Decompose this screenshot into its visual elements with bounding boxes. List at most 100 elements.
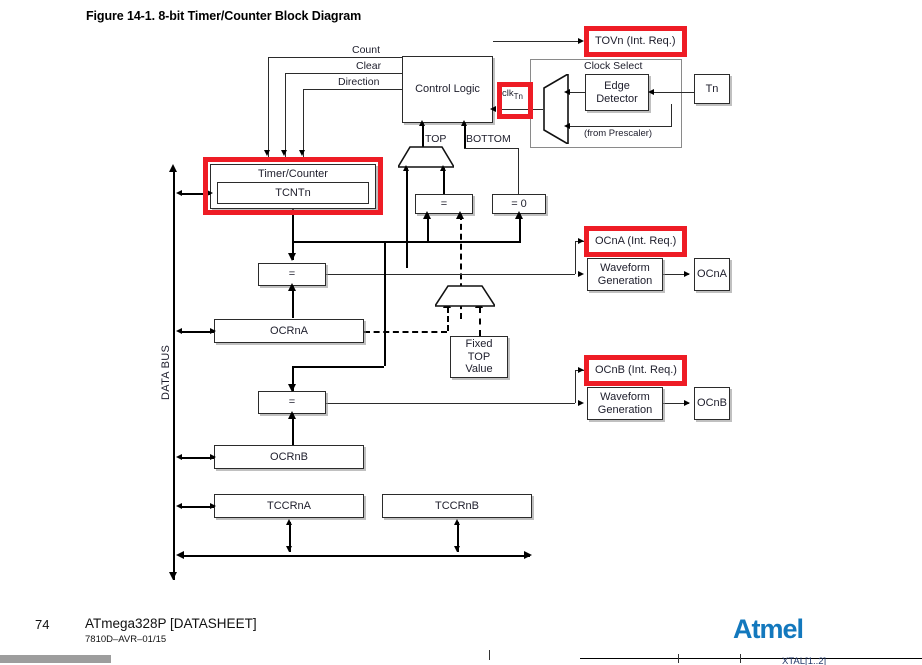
bottom-wire-v2 [518, 148, 519, 195]
control-logic-block: Control Logic [402, 56, 493, 123]
bottom-arrow [460, 120, 467, 126]
data-bus-top-arrow [168, 164, 177, 172]
tccrnb-register-block: TCCRnB [382, 494, 532, 518]
ocrb-comp-out [326, 403, 575, 404]
ocrna-dash-v [447, 307, 449, 331]
top-mux [398, 146, 454, 168]
ocrnb-register-block: OCRnB [214, 445, 364, 469]
ocnb-int-arrow [578, 366, 584, 373]
waveform-b-line2: Generation [597, 403, 653, 416]
edge-detector-block: Edge Detector [585, 74, 649, 111]
tcnt-out-v [292, 204, 294, 260]
ocna-int-arrow [578, 237, 584, 244]
from-prescaler-label: (from Prescaler) [584, 128, 653, 139]
wgm-a-to-pin-arrow [684, 270, 690, 277]
tovn-interrupt-box: TOVn (Int. Req.) [588, 30, 683, 53]
clear-wire-v [285, 73, 286, 157]
direction-arrow [299, 150, 305, 156]
direction-wire-h [303, 89, 402, 90]
tovn-wire [493, 41, 580, 42]
comp-top-in2 [460, 214, 462, 319]
count-arrow [264, 150, 270, 156]
tccrna-to-bus-v [289, 522, 291, 552]
tcntn-register: TCNTn [217, 182, 369, 204]
ocra-comp-in-arrow [287, 283, 296, 291]
ocna-pin-block: OCnA [694, 258, 730, 291]
direction-label: Direction [338, 76, 380, 88]
bottom-wire-v [464, 123, 466, 149]
npf-tick-1 [489, 650, 490, 660]
tccrna-register-block: TCCRnA [214, 494, 364, 518]
edge-to-mux-arrow [564, 88, 570, 95]
mux-left-input-arrow [402, 165, 409, 171]
tccrna-to-bus-arrow-u [285, 519, 292, 525]
ocrna-dash-h [364, 331, 447, 333]
ocnb-pin-block: OCnB [694, 387, 730, 420]
comp-top-to-mux-arrow [439, 165, 446, 171]
tccrna-to-bus-arrow-d [285, 546, 292, 552]
waveform-b-line1: Waveform [600, 390, 650, 403]
clear-arrow [281, 150, 287, 156]
tccrnb-to-bus-v [457, 522, 459, 552]
fixed-top-line1: Fixed [465, 338, 493, 351]
tccrnb-to-bus-arrow-u [453, 519, 460, 525]
ocnb-pin-label: OCnB [697, 397, 727, 410]
bus-ocrna-wire [180, 331, 216, 333]
comparator-top-label: = [440, 197, 448, 210]
edge-detector-line2: Detector [596, 92, 638, 105]
page-scroll-indicator[interactable] [0, 655, 111, 663]
tccrnb-label: TCCRnB [434, 499, 479, 512]
tcntn-label: TCNTn [275, 186, 311, 199]
tccrna-label: TCCRnA [266, 499, 311, 512]
ocra-comp-in-v [292, 286, 294, 318]
tcnt-branch-v [384, 241, 386, 366]
clktn-arrow [490, 105, 496, 112]
bus-ocrnb-wire [180, 457, 216, 459]
bus-tc-arrow-r [207, 189, 213, 196]
ocrna-label: OCRnA [270, 324, 308, 337]
comparator-zero-label: = 0 [511, 197, 527, 210]
tn-to-edge-arrow [648, 88, 654, 95]
ocnb-wgm-arrow [578, 399, 584, 406]
wgm-b-to-pin-arrow [684, 399, 690, 406]
fixed-top-value-block: Fixed TOP Value [450, 336, 508, 378]
tcnt-to-compb-arrow [287, 384, 296, 392]
ocnb-interrupt-box: OCnB (Int. Req.) [588, 359, 683, 382]
atmel-logo: Atmel [733, 614, 804, 644]
bus-tccrna-arrow-l [176, 502, 182, 509]
count-label: Count [352, 44, 381, 56]
clktn-label: clkTn [502, 88, 523, 101]
prescaler-wire [568, 126, 672, 127]
bottom-label: BOTTOM [466, 133, 511, 145]
npf-tick-3 [740, 654, 741, 663]
comp-top-to-mux [443, 168, 445, 194]
top-wire-v [422, 123, 424, 149]
top-arrow [418, 120, 425, 126]
timer-counter-label: Timer/Counter [258, 168, 328, 180]
comp-zero-in [519, 214, 521, 242]
npf-line-main [580, 658, 922, 659]
control-logic-label: Control Logic [415, 83, 480, 96]
comparator-top-block: = [415, 194, 473, 214]
tn-to-edge-wire [652, 92, 694, 93]
clk-prefix-text: clk [502, 88, 514, 99]
comparator-ocra-label: = [288, 268, 296, 281]
tovn-arrow [578, 37, 584, 44]
bottom-bus-arrow-r [524, 550, 532, 559]
bus-tc-arrow-l [176, 189, 182, 196]
ocna-interrupt-label: OCnA (Int. Req.) [595, 235, 677, 248]
next-page-fragment: XTAL[1..2] [0, 650, 922, 665]
wgm-b-to-pin-wire [663, 403, 689, 404]
edge-to-mux-wire [568, 92, 586, 93]
tcnt-to-compb-h [292, 366, 384, 368]
ocrnb-label: OCRnB [270, 450, 308, 463]
tn-pin-label: Tn [705, 82, 719, 95]
mux-left-input-v [406, 168, 408, 268]
top-label: TOP [425, 133, 447, 145]
prescaler-feed-v [671, 104, 672, 126]
clock-select-label: Clock Select [584, 60, 643, 72]
wgm-a-to-pin-wire [663, 274, 689, 275]
direction-wire-v [303, 89, 304, 157]
comp-top-in1-arrow [422, 211, 431, 219]
